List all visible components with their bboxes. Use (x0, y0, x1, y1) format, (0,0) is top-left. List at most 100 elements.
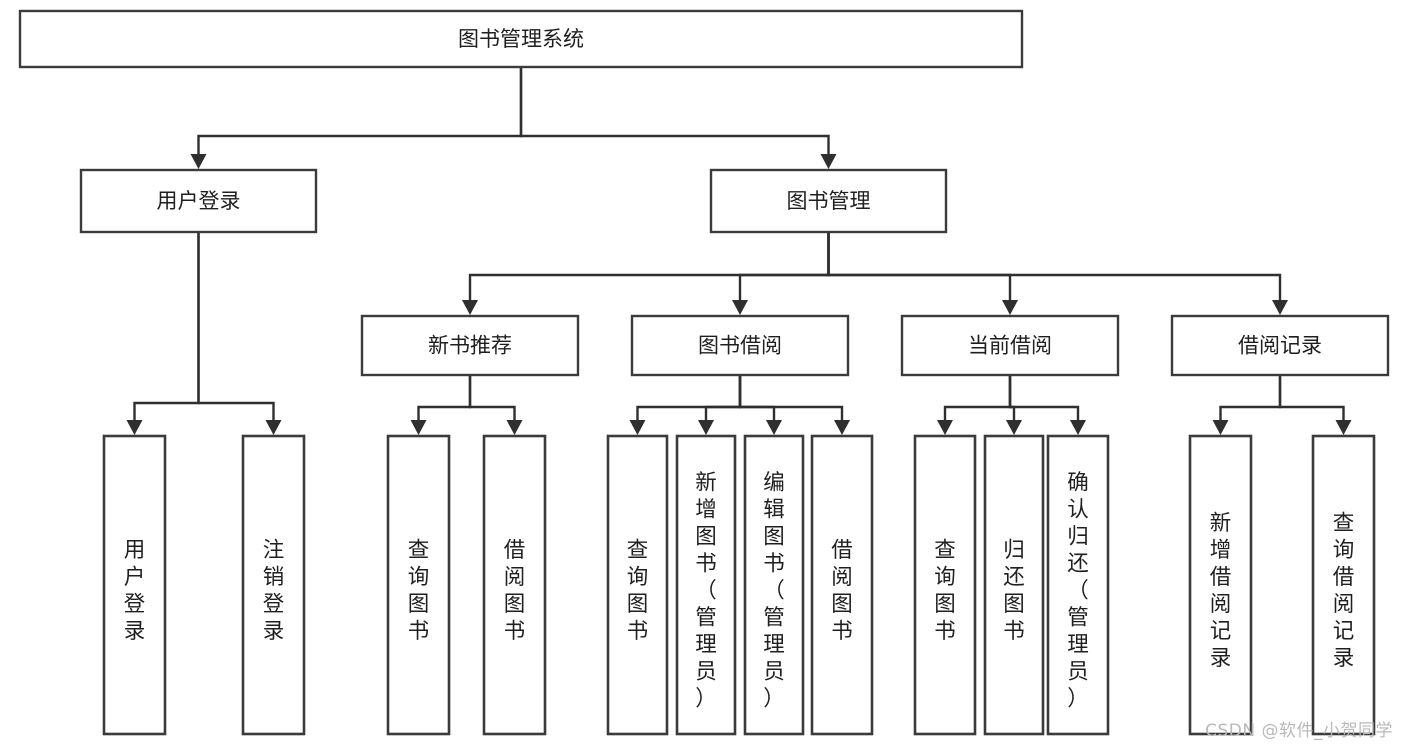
node-l-user-login-label: 用户登录 (124, 538, 146, 644)
node-l-bb-borrow-label: 借阅图书 (831, 538, 853, 644)
connector-root-to-n-user-login (190, 67, 523, 169)
node-n-current[interactable]: 当前借阅 (900, 314, 1120, 377)
connector-n-book-mgmt-to-n-borrow (732, 232, 830, 315)
node-l-bb-query[interactable]: 查询图书 (606, 434, 669, 736)
arrow-head-icon (1335, 420, 1352, 435)
node-n-book-mgmt[interactable]: 图书管理 (709, 168, 948, 234)
arrow-head-icon (732, 300, 748, 315)
node-l-nb-borrow-label: 借阅图书 (504, 538, 526, 644)
arrow-head-icon (698, 420, 714, 435)
node-l-bb-borrow-box[interactable] (810, 434, 874, 736)
arrow-head-icon (462, 300, 478, 315)
connector-n-borrow-to-l-bb-add (698, 375, 742, 435)
node-l-cb-return[interactable]: 归还图书 (983, 434, 1045, 736)
node-l-bb-borrow[interactable]: 借阅图书 (810, 434, 874, 736)
connector-layer (126, 67, 1352, 435)
arrow-head-icon (1006, 420, 1022, 435)
node-n-user-login-box[interactable] (79, 168, 318, 234)
node-n-book-mgmt-label: 图书管理 (787, 189, 871, 213)
node-l-cb-return-box[interactable] (983, 434, 1045, 736)
arrow-head-icon (629, 420, 646, 435)
connector-n-book-mgmt-to-n-record (827, 232, 1288, 315)
node-l-rec-add[interactable]: 新增借阅记录 (1188, 434, 1253, 736)
node-layer: 图书管理系统用户登录图书管理新书推荐图书借阅当前借阅借阅记录用户登录注销登录查询… (18, 9, 1390, 736)
node-l-cb-confirm[interactable]: 确认归还（管理员） (1046, 434, 1110, 736)
connector-n-borrow-to-l-bb-edit (738, 375, 782, 435)
node-n-user-login-label: 用户登录 (157, 189, 241, 213)
node-l-nb-borrow-box[interactable] (482, 434, 547, 736)
arrow-head-icon (126, 420, 143, 435)
node-l-rec-query-label: 查询借阅记录 (1333, 511, 1355, 671)
connector-n-book-mgmt-to-n-current (827, 232, 1018, 315)
node-l-cb-query-label: 查询图书 (934, 538, 956, 644)
node-n-current-label: 当前借阅 (968, 334, 1052, 358)
arrow-head-icon (1212, 420, 1229, 435)
arrow-head-icon (834, 420, 850, 435)
node-l-cb-query-box[interactable] (913, 434, 977, 736)
arrow-head-icon (410, 420, 427, 435)
node-n-record[interactable]: 借阅记录 (1170, 314, 1390, 377)
node-l-bb-add[interactable]: 新增图书（管理员） (675, 434, 737, 736)
node-l-cb-confirm-label: 确认归还（管理员） (1067, 471, 1089, 712)
arrow-head-icon (937, 420, 953, 435)
node-l-logout-box[interactable] (241, 434, 306, 736)
node-n-current-box[interactable] (900, 314, 1120, 377)
arrow-head-icon (190, 154, 207, 169)
arrow-head-icon (766, 420, 782, 435)
node-l-nb-query-label: 查询图书 (408, 538, 430, 644)
node-l-nb-borrow[interactable]: 借阅图书 (482, 434, 547, 736)
arrow-head-icon (820, 154, 837, 169)
connector-n-borrow-to-l-bb-query (629, 375, 742, 435)
node-n-new-book-label: 新书推荐 (428, 334, 512, 358)
node-l-bb-add-label: 新增图书（管理员） (695, 471, 717, 712)
connector-n-new-book-to-l-nb-borrow (468, 375, 523, 435)
arrow-head-icon (1002, 300, 1018, 315)
connector-n-current-to-l-cb-query (937, 375, 1012, 435)
node-l-rec-add-label: 新增借阅记录 (1210, 511, 1232, 671)
node-l-bb-add-box[interactable] (675, 434, 737, 736)
node-n-borrow-box[interactable] (630, 314, 850, 377)
node-root[interactable]: 图书管理系统 (18, 9, 1024, 69)
node-l-bb-edit[interactable]: 编辑图书（管理员） (743, 434, 805, 736)
connector-n-current-to-l-cb-return (1006, 375, 1022, 435)
connector-n-current-to-l-cb-confirm (1008, 375, 1086, 435)
node-n-user-login[interactable]: 用户登录 (79, 168, 318, 234)
connector-n-borrow-to-l-bb-borrow (738, 375, 850, 435)
node-l-cb-return-label: 归还图书 (1003, 538, 1025, 644)
arrow-head-icon (506, 420, 523, 435)
node-n-new-book[interactable]: 新书推荐 (360, 314, 580, 377)
node-l-rec-query-box[interactable] (1311, 434, 1376, 736)
node-l-rec-query[interactable]: 查询借阅记录 (1311, 434, 1376, 736)
node-l-user-login-box[interactable] (102, 434, 167, 736)
node-l-cb-query[interactable]: 查询图书 (913, 434, 977, 736)
connector-root-to-n-book-mgmt (519, 67, 837, 169)
node-n-borrow[interactable]: 图书借阅 (630, 314, 850, 377)
node-l-logout-label: 注销登录 (263, 538, 285, 644)
watermark-text: CSDN @软件_小贺同学 (1205, 721, 1393, 741)
node-n-record-label: 借阅记录 (1238, 334, 1322, 358)
node-l-rec-add-box[interactable] (1188, 434, 1253, 736)
node-l-nb-query-box[interactable] (386, 434, 451, 736)
node-l-bb-query-label: 查询图书 (627, 538, 649, 644)
arrow-head-icon (1070, 420, 1086, 435)
node-l-cb-confirm-box[interactable] (1046, 434, 1110, 736)
node-n-record-box[interactable] (1170, 314, 1390, 377)
node-l-user-login[interactable]: 用户登录 (102, 434, 167, 736)
connector-n-record-to-l-rec-query (1278, 375, 1352, 435)
node-l-logout[interactable]: 注销登录 (241, 434, 306, 736)
connector-n-record-to-l-rec-add (1212, 375, 1282, 435)
node-l-bb-query-box[interactable] (606, 434, 669, 736)
node-n-new-book-box[interactable] (360, 314, 580, 377)
connector-n-new-book-to-l-nb-query (410, 375, 472, 435)
node-l-nb-query[interactable]: 查询图书 (386, 434, 451, 736)
connector-n-user-login-to-l-user-login (126, 232, 200, 435)
node-root-box[interactable] (18, 9, 1024, 69)
node-l-bb-edit-label: 编辑图书（管理员） (763, 471, 785, 712)
node-n-borrow-label: 图书借阅 (698, 334, 782, 358)
arrow-head-icon (265, 420, 282, 435)
node-n-book-mgmt-box[interactable] (709, 168, 948, 234)
node-l-bb-edit-box[interactable] (743, 434, 805, 736)
connector-n-book-mgmt-to-n-new-book (462, 232, 830, 315)
